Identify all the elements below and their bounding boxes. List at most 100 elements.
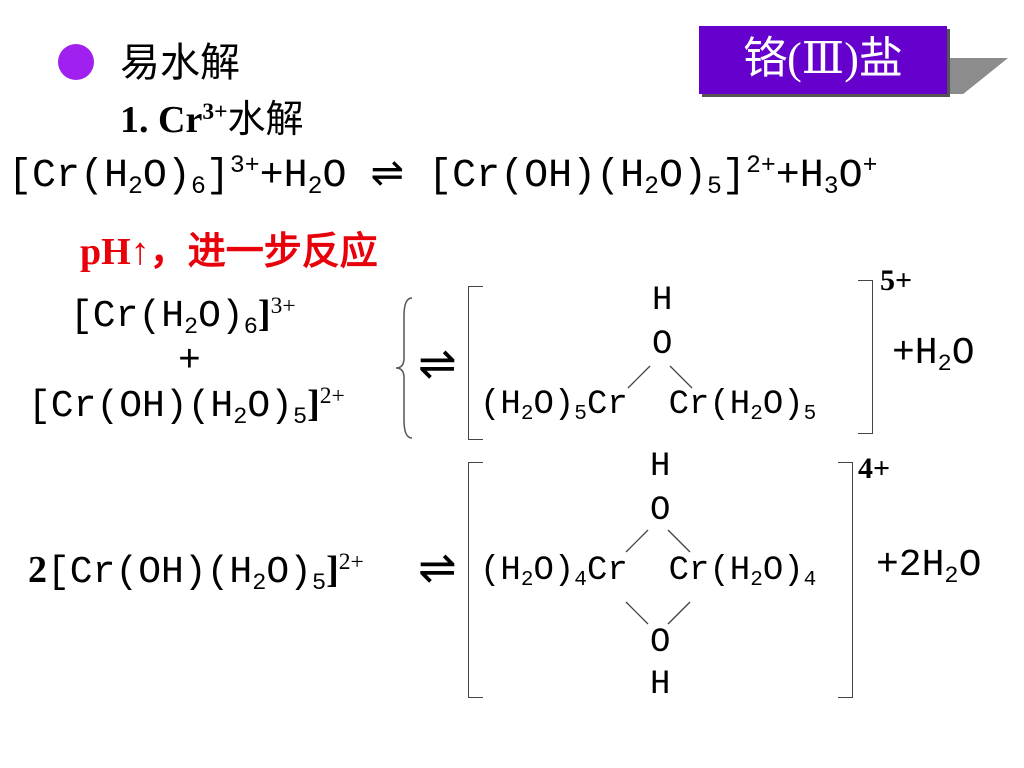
r2-r2b: O) — [247, 385, 293, 428]
eq1-c-sub: 2 — [644, 172, 660, 201]
r3-lg-sub2: 4 — [574, 567, 587, 592]
subheading-charge: 3+ — [202, 99, 228, 126]
r3-r-sub2: 5 — [311, 569, 327, 597]
eq1-arrow: ⇌ — [370, 150, 405, 196]
r3-ra: [Cr(OH)(H — [47, 551, 253, 594]
r3-product-sub: 2 — [944, 562, 959, 590]
reaction2-charge: 5+ — [880, 264, 913, 297]
reaction3-bracket-right — [838, 462, 853, 698]
reaction2-reactant-2: [Cr(OH)(H2O)5]2+ — [28, 382, 345, 431]
r2-r2-sub: 2 — [233, 403, 248, 431]
r3-r-sub: 2 — [252, 569, 267, 597]
reaction2-plus: + — [178, 340, 201, 383]
reaction3-charge: 4+ — [858, 452, 891, 485]
r2-r1-charge: 3+ — [270, 293, 296, 320]
r3-rg-sub: 2 — [750, 567, 763, 592]
r2-r1-sub: 2 — [184, 313, 199, 341]
r2-lg: (H — [480, 386, 521, 424]
r2-open: [Cr(H — [70, 295, 185, 338]
eq1-plus1: +H — [259, 154, 308, 199]
reaction2-product: +H2O — [892, 332, 975, 378]
reaction3-bonds-bottom — [625, 601, 691, 625]
eq1-close2: ] — [721, 154, 746, 199]
reaction2-reactant-1: [Cr(H2O)6]3+ — [70, 292, 296, 341]
r3-rc: ] — [326, 549, 339, 591]
eq1-h-sub: 3 — [823, 172, 839, 201]
r2-r2-sub2: 5 — [292, 403, 308, 431]
eq1-b: O) — [142, 154, 191, 199]
reaction2-bridge-o: O — [652, 326, 673, 364]
reaction3-bracket-left — [468, 462, 483, 698]
r2-lg-sub2: 5 — [574, 401, 587, 426]
reaction2-bridge-h: H — [652, 282, 673, 320]
r3-product-h: +2H — [876, 544, 945, 587]
reaction3-bridge-h-bottom: H — [650, 666, 671, 704]
reaction3-product: +2H2O — [876, 544, 982, 590]
subheading: 1. Cr3+水解 — [120, 88, 304, 143]
reaction3-dimer: (H2O)4Cr Cr(H2O)4 — [480, 552, 816, 590]
r2-r1b: O) — [198, 295, 244, 338]
r3-r-charge: 2+ — [338, 549, 364, 576]
r3-rg-sub2: 4 — [803, 567, 817, 592]
reaction3-bridge-o-bottom: O — [650, 624, 671, 662]
eq1-plus2: +H — [775, 154, 824, 199]
eq1-open2: [ — [428, 154, 453, 199]
eq1-b-sub: 6 — [190, 172, 206, 201]
eq1-bracket-open: [ — [8, 154, 33, 199]
r2-lg-b: O) — [533, 386, 575, 424]
r2-r2a: [Cr(OH)(H — [28, 385, 234, 428]
reaction3-bridge-h-top: H — [650, 448, 671, 486]
eq1-w-sub: 2 — [307, 172, 323, 201]
ph-note: pH↑，进一步反应 — [80, 231, 378, 273]
subheading-text: 水解 — [227, 97, 304, 141]
eq1-close1: ] — [205, 154, 230, 199]
eq1-a-sub: 2 — [128, 172, 143, 201]
r3-lg: (H — [480, 552, 521, 590]
reaction2-arrow: ⇌ — [418, 336, 457, 390]
r2-r1-sub2: 6 — [243, 313, 258, 341]
badge-shadow — [944, 58, 1008, 94]
reaction2-bracket-left — [468, 286, 483, 440]
r2-product-h: +H — [892, 332, 938, 375]
eq1-charge1: 3+ — [229, 152, 260, 181]
eq1-d-sub: 5 — [707, 172, 722, 201]
r3-coef: 2 — [28, 549, 47, 591]
badge-title: 铬(Ⅲ)盐 — [743, 34, 903, 83]
reaction2-bracket-right — [858, 280, 873, 434]
heading: 易水解 — [120, 40, 240, 86]
eq1-h-o: O — [838, 154, 863, 199]
reaction3-reactant: 2[Cr(OH)(H2O)5]2+ — [28, 548, 364, 597]
eq1-h-charge: + — [862, 152, 878, 181]
eq1-a: Cr(H — [32, 154, 129, 199]
r2-lg-c: Cr — [586, 386, 628, 424]
reaction3-arrow: ⇌ — [418, 540, 457, 594]
bullet-dot-icon — [58, 44, 94, 80]
r2-lg-sub: 2 — [520, 401, 534, 426]
subheading-num: 1. Cr — [120, 99, 203, 141]
eq1-c: Cr(OH)(H — [452, 154, 645, 199]
reaction3-bonds-top — [625, 529, 691, 553]
r2-r2-charge: 2+ — [319, 383, 345, 410]
reaction2-brace — [395, 297, 413, 439]
equation-1: [Cr(H2O)6]3++H2O ⇌ [Cr(OH)(H2O)5]2++H3O+ — [8, 150, 878, 199]
r3-rb: O) — [266, 551, 312, 594]
r2-rg-sub2: 5 — [803, 401, 817, 426]
r3-product-o: O — [958, 544, 982, 587]
r2-rg-b: O) — [762, 386, 804, 424]
r2-product-o: O — [951, 332, 975, 375]
reaction3-bridge-o-top: O — [650, 492, 671, 530]
r3-lg-b: O) — [533, 552, 575, 590]
r2-r1c: ] — [257, 293, 271, 335]
r3-lg-sub: 2 — [520, 567, 534, 592]
reaction2-bonds — [627, 365, 693, 389]
r3-rg: Cr(H — [668, 552, 751, 590]
reaction2-dimer: (H2O)5Cr Cr(H2O)5 — [480, 386, 816, 424]
r2-r2c: ] — [307, 383, 320, 425]
r2-product-sub: 2 — [937, 350, 952, 378]
eq1-w-o: O — [322, 154, 347, 199]
title-badge: 铬(Ⅲ)盐 — [699, 26, 947, 94]
r2-rg: Cr(H — [668, 386, 751, 424]
eq1-charge2: 2+ — [745, 152, 776, 181]
r3-lg-c: Cr — [586, 552, 628, 590]
r3-rg-b: O) — [762, 552, 804, 590]
